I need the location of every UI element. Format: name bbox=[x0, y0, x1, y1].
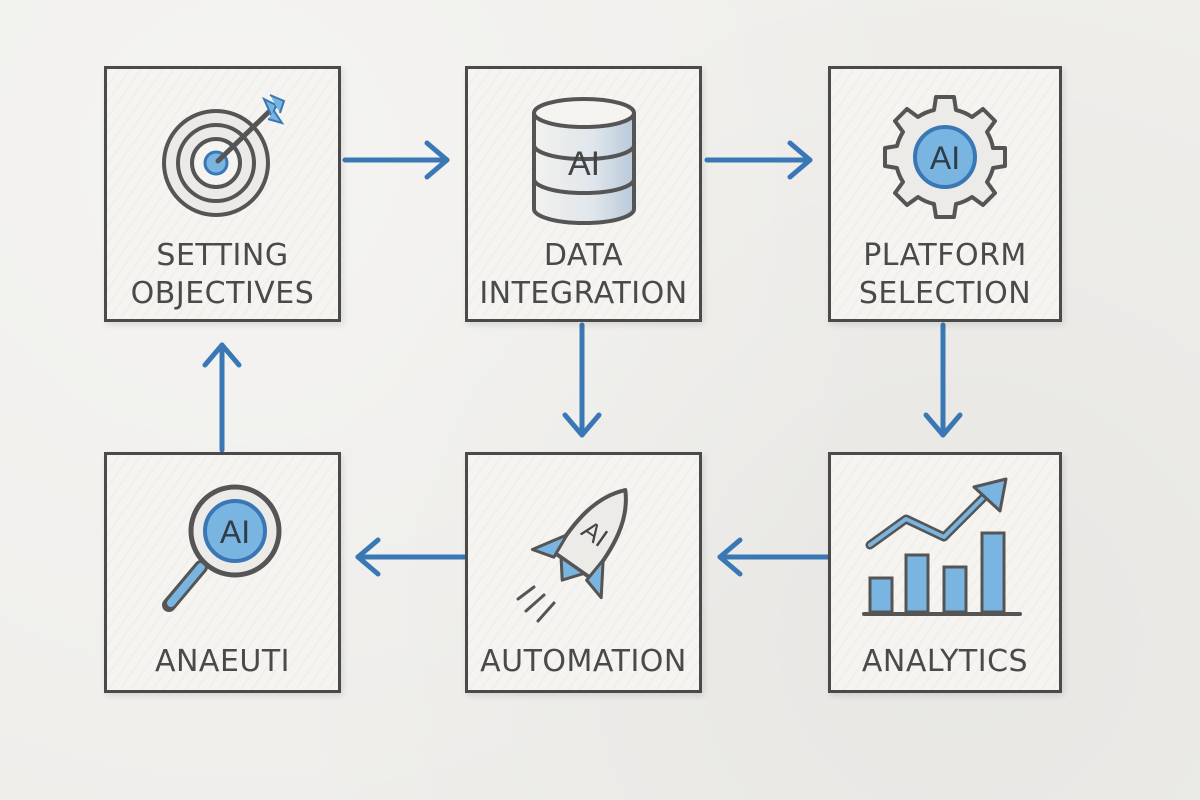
edge-data-integration-to-platform-selection bbox=[704, 140, 813, 180]
node-label: ANALYTICS bbox=[861, 644, 1029, 679]
rocket-icon: AI bbox=[516, 488, 628, 623]
node-label: AUTOMATION bbox=[480, 644, 687, 679]
magnifier-ai-text: AI bbox=[219, 514, 249, 550]
chart-icon bbox=[862, 477, 1022, 616]
edge-setting-objectives-to-data-integration bbox=[342, 140, 450, 180]
edge-platform-selection-to-analytics bbox=[923, 322, 963, 438]
gear-icon: AI bbox=[883, 95, 1007, 219]
node-setting-objectives: SETTING OBJECTIVES bbox=[104, 66, 341, 322]
gear-ai-text: AI bbox=[930, 140, 960, 176]
node-label: PLATFORM SELECTION bbox=[858, 238, 1032, 311]
database-ai-text: AI bbox=[567, 145, 599, 183]
node-label: DATA INTEGRATION bbox=[479, 238, 688, 311]
edge-data-integration-to-automation bbox=[562, 322, 602, 438]
node-platform-selection: AI PLATFORM SELECTION bbox=[828, 66, 1062, 322]
target-icon bbox=[161, 94, 285, 217]
edge-analytics-to-automation bbox=[717, 537, 831, 577]
node-anaeuti: AI ANAEUTI bbox=[104, 452, 341, 693]
magnifier-icon: AI bbox=[161, 484, 281, 612]
edge-automation-to-anaeuti bbox=[355, 537, 468, 577]
node-label: ANAEUTI bbox=[154, 644, 291, 679]
node-label: SETTING OBJECTIVES bbox=[130, 238, 315, 311]
node-analytics: ANALYTICS bbox=[828, 452, 1062, 693]
edge-anaeuti-to-setting-objectives bbox=[202, 342, 242, 453]
node-data-integration: AI DATA INTEGRATION bbox=[465, 66, 702, 322]
node-automation: AI AUTOMATION bbox=[465, 452, 702, 693]
database-icon: AI bbox=[531, 97, 636, 225]
